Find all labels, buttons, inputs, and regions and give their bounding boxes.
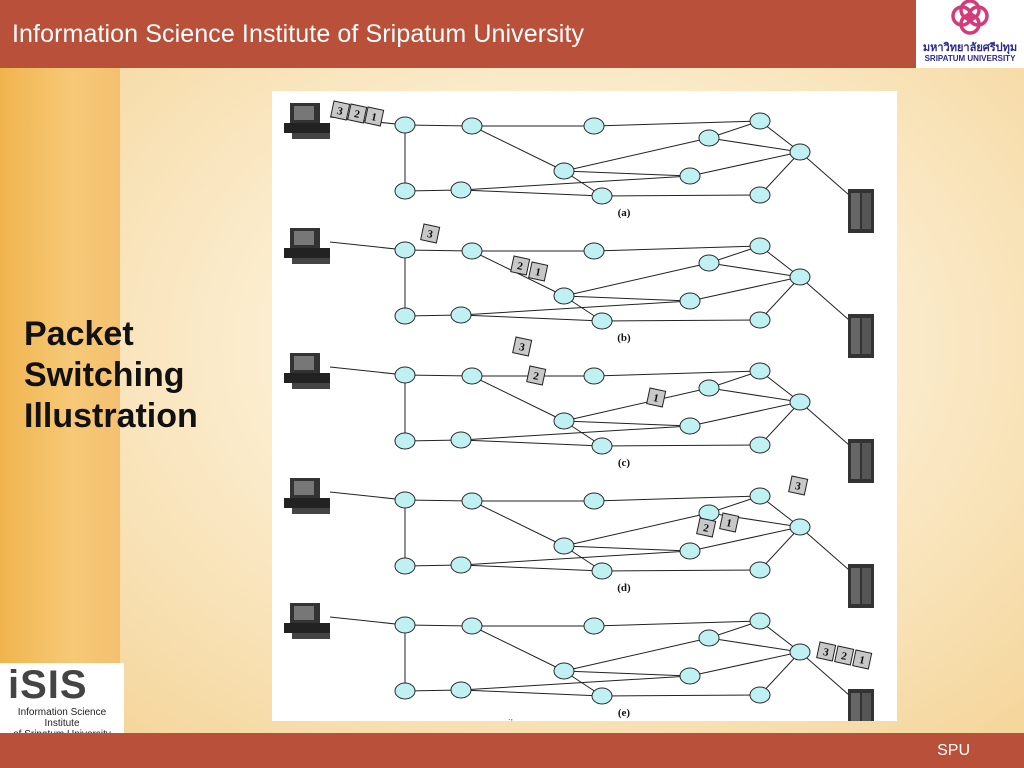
packet-number: 2 [516, 260, 524, 273]
header-bar: Information Science Institute of Sripatu… [0, 0, 916, 68]
packet-number: 2 [353, 108, 361, 121]
packet-box: 2 [834, 645, 855, 666]
header-title: Information Science Institute of Sripatu… [12, 20, 585, 48]
packet-box: 3 [788, 475, 809, 496]
packet-number: 2 [702, 522, 710, 535]
panel-label-4: (d) [617, 582, 631, 594]
packet-box: 3 [420, 223, 441, 244]
destination-server-icon [848, 689, 874, 733]
isis-logo-text: iSIS [8, 663, 88, 707]
packet-number: 3 [336, 105, 344, 118]
destination-server-icon [848, 564, 874, 608]
slide-title-line-2: Switching [24, 356, 185, 394]
packet-box: 1 [852, 649, 873, 670]
university-emblem-icon [951, 0, 989, 35]
packet-number: 1 [858, 654, 866, 667]
panel-label-5: (e) [618, 707, 631, 719]
source-computer-icon [284, 103, 330, 139]
isis-logo: iSIS Information Science Institute of Sr… [0, 663, 124, 740]
university-logo: มหาวิทยาลัยศรีปทุม SRIPATUM UNIVERSITY [916, 0, 1024, 68]
destination-server-icon [848, 439, 874, 483]
packet-box: 1 [364, 106, 385, 127]
destination-server-icon [848, 314, 874, 358]
panel-label-1: (a) [618, 207, 631, 219]
packet-box: 1 [528, 261, 549, 282]
packet-number: 1 [652, 392, 660, 405]
packet-box: 1 [719, 512, 740, 533]
packet-number: 3 [822, 646, 830, 659]
network-panel-4: 3 2 1 (d) [284, 475, 874, 608]
left-decorative-band [0, 68, 120, 733]
logo-english-text: SRIPATUM UNIVERSITY [924, 54, 1016, 63]
packet-box: 3 [330, 100, 351, 121]
packet-number: 3 [794, 480, 802, 493]
packet-box: 1 [646, 387, 667, 408]
source-computer-icon [284, 228, 330, 264]
panel-label-3: (c) [618, 457, 631, 469]
isis-caption-line-1: Information Science Institute [17, 707, 107, 729]
slide-title-line-3: Illustration [24, 397, 198, 435]
footer-bar: SPU [0, 733, 1024, 768]
packet-box: 3 [816, 641, 837, 662]
logo-thai-text: มหาวิทยาลัยศรีปทุม [922, 42, 1018, 54]
slide-title: Packet Switching Illustration [24, 314, 198, 437]
slide-title-line-1: Packet [24, 315, 134, 353]
panel-label-2: (b) [617, 332, 631, 344]
packet-box: 2 [347, 103, 368, 124]
packet-box: 3 [512, 336, 533, 357]
packet-number: 2 [840, 650, 848, 663]
packet-number: 1 [534, 266, 542, 279]
footer-label: SPU [937, 742, 970, 759]
source-computer-icon [284, 603, 330, 639]
packet-number: 3 [426, 228, 434, 241]
packet-number: 3 [518, 341, 526, 354]
packet-number: 1 [370, 111, 378, 124]
source-computer-icon [284, 353, 330, 389]
packet-box: 2 [510, 255, 531, 276]
source-computer-icon [284, 478, 330, 514]
packet-box: 2 [526, 365, 547, 386]
packet-box: 2 [696, 517, 717, 538]
destination-server-icon [848, 189, 874, 233]
page-marker: ., [508, 712, 514, 722]
packet-number: 2 [532, 370, 540, 383]
packet-number: 1 [725, 517, 733, 530]
network-panel-3: 3 2 1 (c) [284, 336, 874, 483]
